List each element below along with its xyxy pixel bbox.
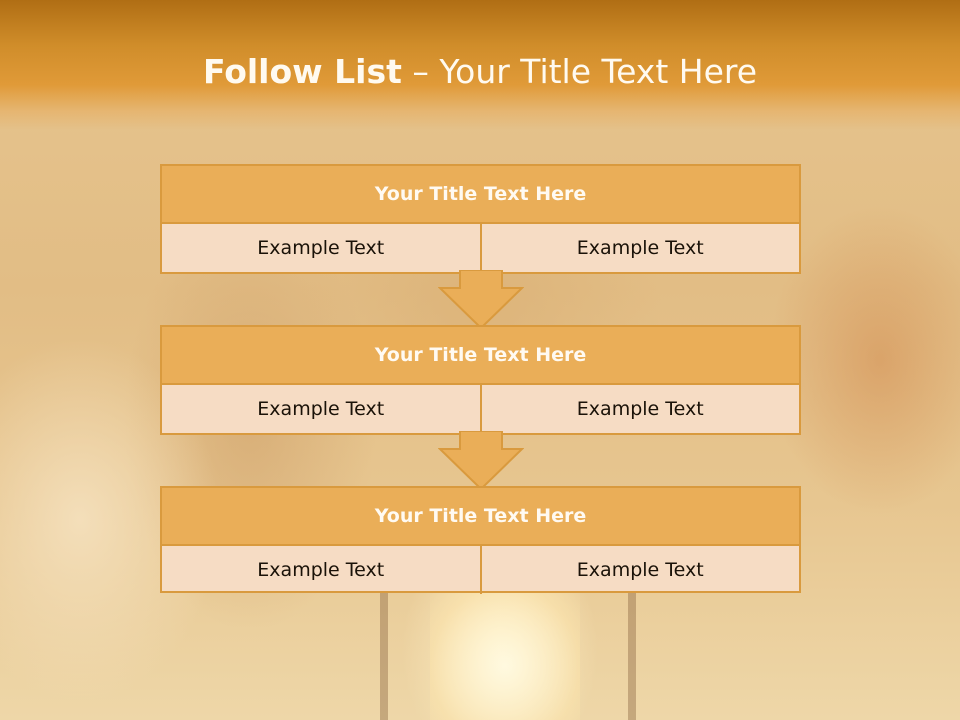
block-row: Example Text Example Text: [162, 224, 799, 272]
block-title: Your Title Text Here: [162, 166, 799, 224]
flow-block-3: Your Title Text Here Example Text Exampl…: [160, 486, 801, 594]
block-cell-left: Example Text: [257, 237, 385, 259]
header-bar: [0, 0, 960, 130]
lantern-glow: [430, 585, 580, 720]
block-row: Example Text Example Text: [162, 385, 799, 433]
down-arrow-icon: [438, 270, 524, 330]
block-cell-right: Example Text: [479, 546, 800, 594]
block-row: Example Text Example Text: [162, 546, 799, 594]
block-cell-left: Example Text: [257, 398, 385, 420]
block-cell-right: Example Text: [479, 385, 800, 433]
block-cell-left: Example Text: [257, 559, 385, 581]
down-arrow-icon: [438, 431, 524, 491]
lantern-frame: [380, 540, 636, 720]
block-title: Your Title Text Here: [162, 488, 799, 546]
slide-title-bold: Follow List: [202, 52, 402, 91]
block-cell-right: Example Text: [479, 224, 800, 272]
block-title: Your Title Text Here: [162, 327, 799, 385]
flow-block-1: Your Title Text Here Example Text Exampl…: [160, 164, 801, 274]
flow-block-2: Your Title Text Here Example Text Exampl…: [160, 325, 801, 435]
slide-title: Follow List – Your Title Text Here: [0, 52, 960, 91]
slide-title-rest: – Your Title Text Here: [401, 52, 758, 91]
